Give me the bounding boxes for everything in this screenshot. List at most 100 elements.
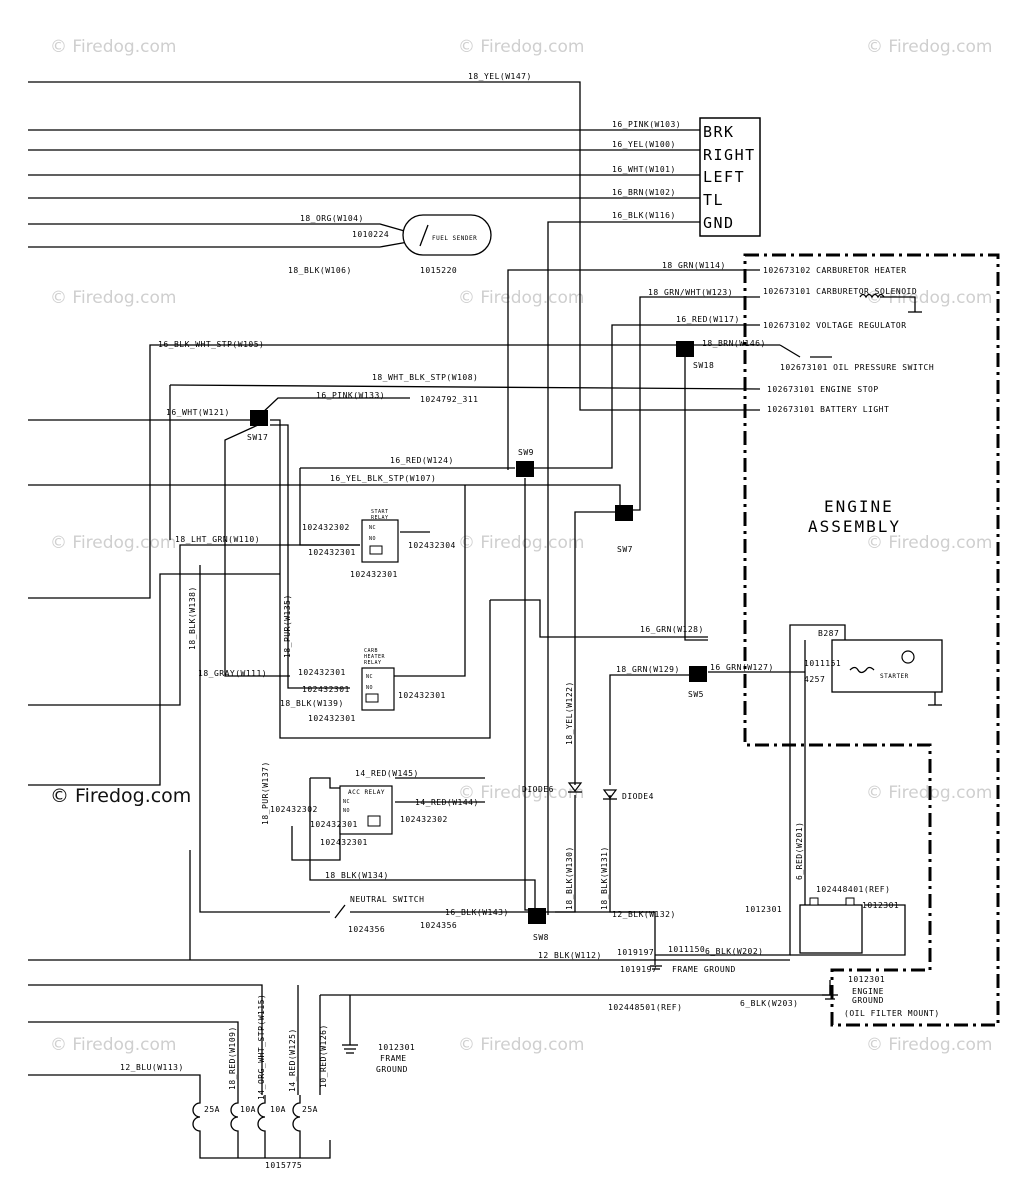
battery-ref: 102448401(REF) (816, 885, 890, 894)
splice-sw17 (250, 410, 268, 426)
part-number: 102432301 (308, 714, 356, 723)
splice-sw8 (528, 908, 546, 924)
splice-sw18 (676, 341, 694, 357)
start-relay: START RELAY NC NO 102432302 102432301 10… (302, 509, 456, 579)
watermark: © Firedog.com (458, 288, 584, 308)
wire-label: 16_RED(W124) (390, 456, 454, 465)
diode4-label: DIODE4 (622, 792, 654, 801)
diodes: DIODE6 DIODE4 (522, 782, 654, 801)
relay-title: HEATER (364, 654, 386, 660)
fuel-sender: FUEL SENDER 1010224 1015220 (352, 214, 492, 275)
engine-component: 102673101 ENGINE STOP (767, 385, 879, 394)
engine-ground-label: GROUND (852, 996, 884, 1005)
engine-component: 102673101 OIL PRESSURE SWITCH (780, 363, 934, 372)
carb-heater-relay: CARB HEATER RELAY NC NO 102432301 102432… (298, 648, 446, 723)
watermark: © Firedog.com (458, 533, 584, 553)
part-number: 102432301 (350, 570, 398, 579)
part-number: 102432302 (400, 815, 448, 824)
fuel-sender-part-top: 1010224 (352, 230, 389, 239)
connector-pin-right: RIGHT (703, 146, 756, 164)
splice-label-sw7: SW7 (617, 545, 633, 554)
connector-pin-brk: BRK (703, 123, 735, 141)
engine-assembly-title-1: ENGINE (824, 497, 894, 516)
wire-label: 16_BLK(W143) (445, 908, 509, 917)
wire-label: 14_RED(W145) (355, 769, 419, 778)
watermarks: © Firedog.com © Firedog.com © Firedog.co… (50, 37, 992, 1055)
frame-ground-label: FRAME GROUND (672, 965, 736, 974)
relay-no: NO (366, 685, 373, 691)
wire-label: 18_ORG(W104) (300, 214, 364, 223)
relay-nc: NC (366, 674, 373, 680)
watermark: © Firedog.com (50, 37, 176, 57)
wire-label: 10_RED(W126) (319, 1024, 328, 1088)
wire-label: 16_GRN(W127) (710, 663, 774, 672)
wire-label: 18_GRN(W129) (616, 665, 680, 674)
watermark: © Firedog.com (458, 37, 584, 57)
part-number: 102432301 (298, 668, 346, 677)
relay-title: CARB (364, 648, 378, 654)
wire-label: 18_PUR(W137) (261, 761, 270, 825)
acc-relay: ACC RELAY NC NO 102432302 102432302 1024… (270, 785, 448, 847)
part-number: 102432302 (302, 523, 350, 532)
fuse-block-part: 1015775 (265, 1161, 302, 1170)
neutral-switch: NEUTRAL SWITCH 1024356 1024356 (348, 895, 457, 934)
part-number: 1024356 (348, 925, 385, 934)
wire-label: 16_GRN(W128) (640, 625, 704, 634)
splice-label-sw9: SW9 (518, 448, 534, 457)
relay-no: NO (369, 536, 376, 542)
wire-label: 18_PUR(W135) (283, 594, 292, 658)
fuse-block: 25A 10A 10A 25A 1015775 (192, 1095, 317, 1170)
wire-label: 14_ORG_WHT_STP(W115) (257, 994, 266, 1100)
wire-label: 14_RED(W125) (288, 1028, 297, 1092)
wire-label: 16_BLK(W116) (612, 211, 676, 220)
engine-component: 102673101 CARBURETOR SOLENOID (763, 287, 917, 296)
part-number: 1024356 (420, 921, 457, 930)
part-number: 1012301 (848, 975, 885, 984)
part-number: 102432304 (408, 541, 456, 550)
relay-title: RELAY (364, 660, 382, 666)
frame-ground-label: FRAME (380, 1054, 407, 1063)
splice-label-sw17: SW17 (247, 433, 268, 442)
connector-pin-left: LEFT (703, 168, 745, 186)
wire-label: 18_GRN/WHT(W123) (648, 288, 733, 297)
fuel-sender-label: FUEL SENDER (432, 235, 477, 242)
engine-component: 102673102 CARBURETOR HEATER (763, 266, 907, 275)
wire-label: 18_LHT_GRN(W110) (175, 535, 260, 544)
relay-title: START (371, 509, 389, 515)
watermark: © Firedog.com (866, 37, 992, 57)
light-connector: BRK RIGHT LEFT TL GND (699, 117, 761, 237)
wire-label: 16_BRN(W102) (612, 188, 676, 197)
part-number: B287 (818, 629, 839, 638)
engine-assembly-outline (743, 253, 1000, 1027)
wire-label: 18_YEL(W122) (565, 681, 574, 745)
splice-label-sw18: SW18 (693, 361, 714, 370)
neutral-switch-label: NEUTRAL SWITCH (350, 895, 424, 904)
engine-component: 102673101 BATTERY LIGHT (767, 405, 889, 414)
diode6-label: DIODE6 (522, 785, 554, 794)
relay-nc: NC (343, 799, 350, 805)
part-number: 102432301 (310, 820, 358, 829)
grounds: 1019197 1011150 1019197 FRAME GROUND 101… (376, 395, 939, 1074)
wire-label: 18_BLK(W134) (325, 871, 389, 880)
part-number: 102432302 (270, 805, 318, 814)
relay-title: RELAY (371, 515, 389, 521)
engine-assembly: ENGINE ASSEMBLY 102673102 CARBURETOR HEA… (763, 266, 934, 536)
wire-label: 18_YEL(W147) (468, 72, 532, 81)
part-number: 1012301 (862, 901, 899, 910)
wire-label: 16_PINK(W103) (612, 120, 681, 129)
part-number: 1011151 (804, 659, 841, 668)
wire-label: 16_YEL_BLK_STP(W107) (330, 474, 436, 483)
wire-label: 18_BRN(W146) (702, 339, 766, 348)
fuse-rating: 25A (204, 1105, 220, 1114)
watermark: © Firedog.com (50, 1035, 176, 1055)
wire-label: 6_BLK(W203) (740, 999, 798, 1008)
wire-label: 18_BLK(W138) (188, 586, 197, 650)
splice-sw7 (615, 505, 633, 521)
wire-label: 6_BLK(W202) (705, 947, 763, 956)
part-number: 1011150 (668, 945, 705, 954)
connector-pin-gnd: GND (703, 214, 735, 232)
wire-label: 6_RED(W201) (795, 822, 804, 880)
part-number: 102432301 (398, 691, 446, 700)
wire-label: 18_GRN(W114) (662, 261, 726, 270)
